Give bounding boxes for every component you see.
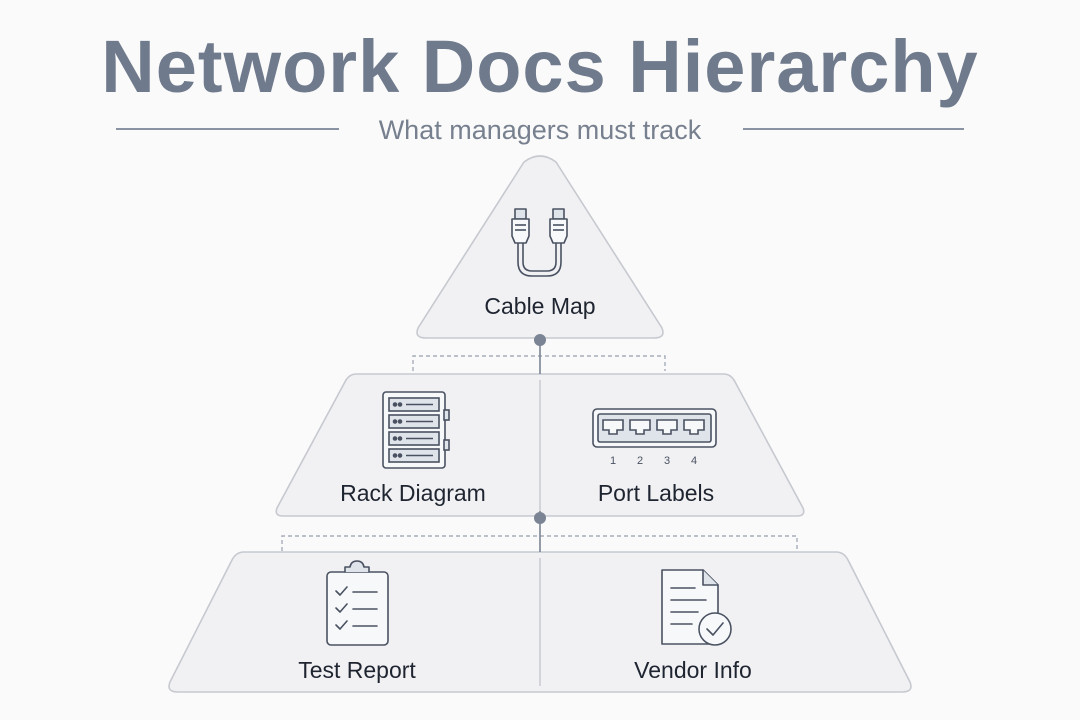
tier-node-lower — [534, 512, 546, 524]
network-switch-icon — [592, 408, 717, 448]
tier-bottom-right-label: Vendor Info — [634, 657, 752, 683]
pyramid-tier-top — [416, 155, 664, 339]
document-check-icon — [661, 569, 732, 646]
tier-node-upper — [534, 334, 546, 346]
page-subtitle: What managers must track — [378, 115, 702, 145]
tier-top-label: Cable Map — [484, 293, 596, 319]
port-number-label: 2 — [637, 455, 643, 467]
port-number-label: 4 — [691, 455, 697, 467]
subtitle-divider-right — [743, 128, 964, 130]
page-title: Network Docs Hierarchy — [101, 25, 979, 108]
tier-connector-bracket-upper — [412, 355, 666, 371]
subtitle-divider-left — [116, 128, 339, 130]
tier-middle-right-label: Port Labels — [597, 480, 715, 506]
ethernet-cable-icon — [511, 208, 568, 277]
tier-middle-left-label: Rack Diagram — [340, 480, 486, 506]
port-number-label: 3 — [664, 455, 670, 467]
checklist-clipboard-icon — [326, 560, 389, 646]
tier-bottom-left-label: Test Report — [298, 657, 416, 683]
port-number-label: 1 — [610, 455, 616, 467]
tier-connector-bracket-lower — [281, 535, 798, 551]
server-rack-icon — [382, 391, 450, 469]
